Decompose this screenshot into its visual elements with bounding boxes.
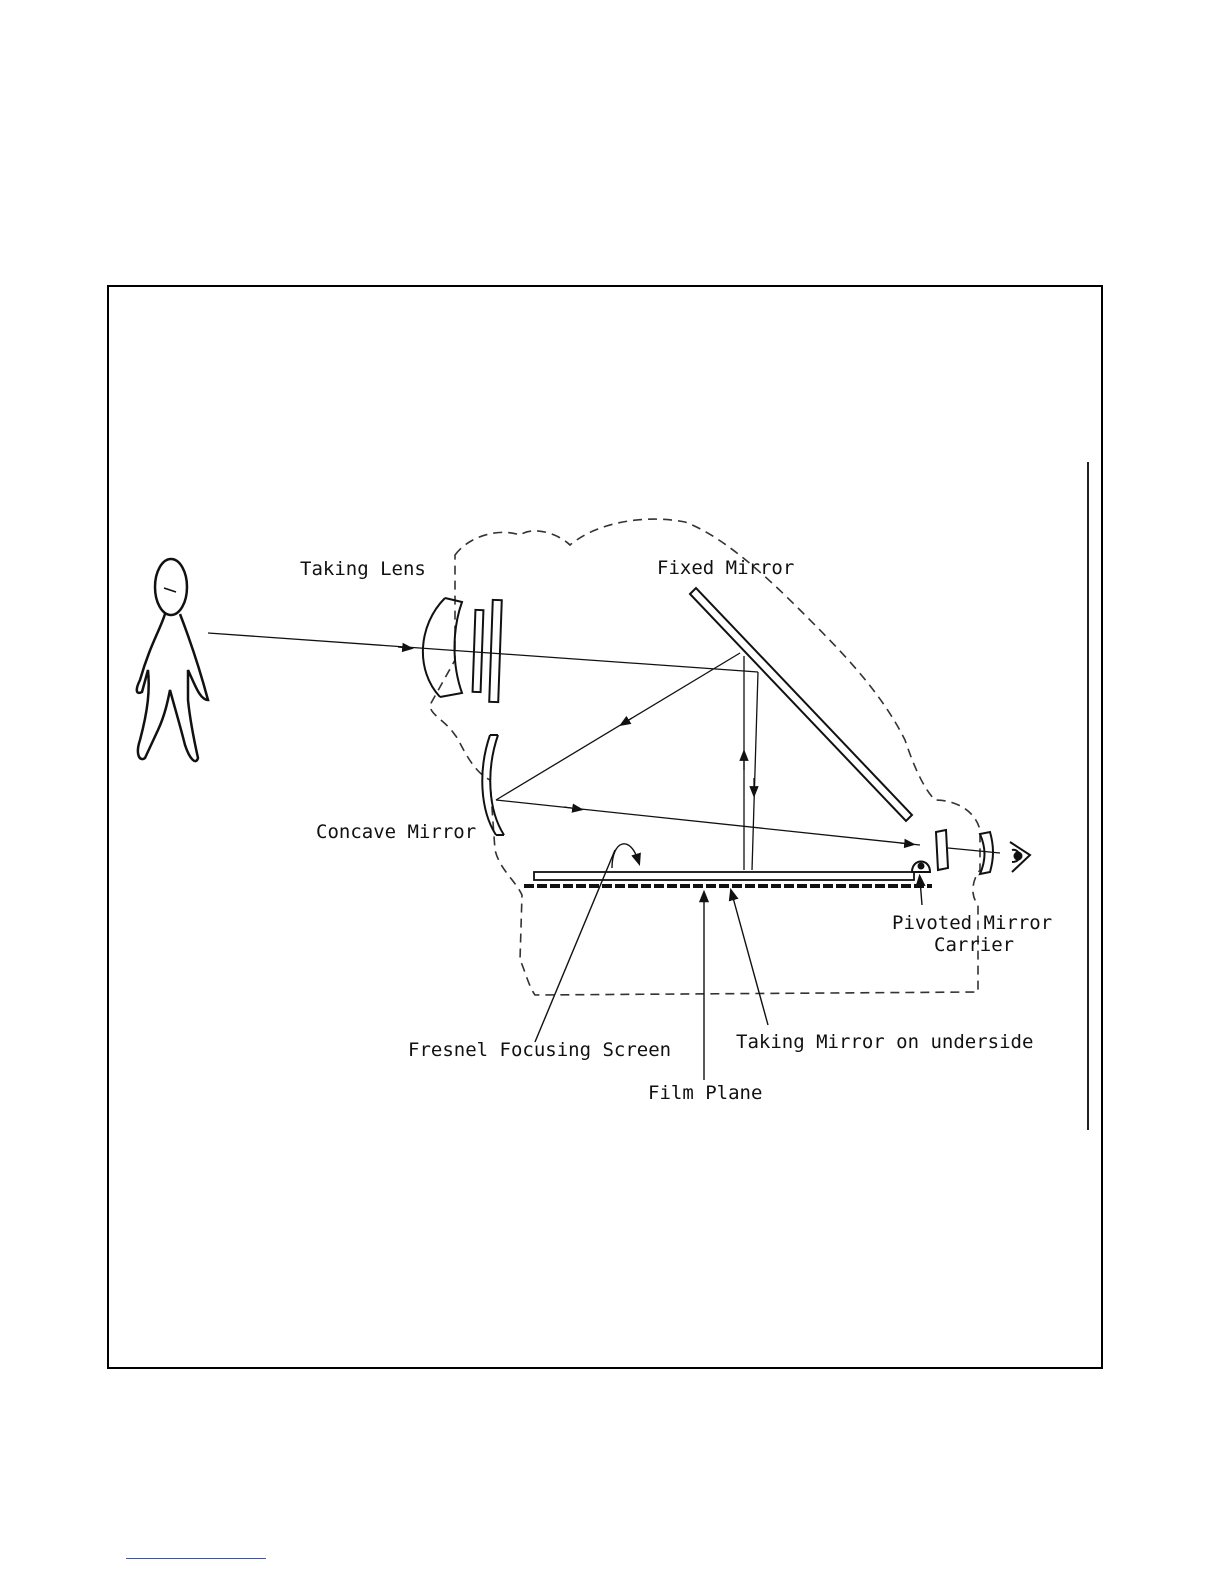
label-concave-mirror: Concave Mirror <box>316 821 476 843</box>
observer-eye-icon <box>1010 842 1030 872</box>
label-taking-lens: Taking Lens <box>300 558 426 580</box>
fixed-mirror <box>690 588 912 821</box>
footnote-separator <box>126 1558 266 1559</box>
label-fresnel-focusing-screen: Fresnel Focusing Screen <box>408 1039 671 1061</box>
concave-mirror <box>482 735 504 835</box>
label-carrier: Carrier <box>934 934 1014 956</box>
pivot-hinge <box>912 862 930 873</box>
label-pivoted-mirror: Pivoted Mirror <box>892 912 1052 934</box>
subject-person-figure <box>137 559 208 761</box>
focusing-screen-assembly <box>524 872 932 886</box>
label-film-plane: Film Plane <box>648 1082 762 1104</box>
label-fixed-mirror: Fixed Mirror <box>657 557 794 579</box>
label-taking-mirror-underside: Taking Mirror on underside <box>736 1031 1033 1053</box>
taking-lens-elements <box>423 598 502 702</box>
